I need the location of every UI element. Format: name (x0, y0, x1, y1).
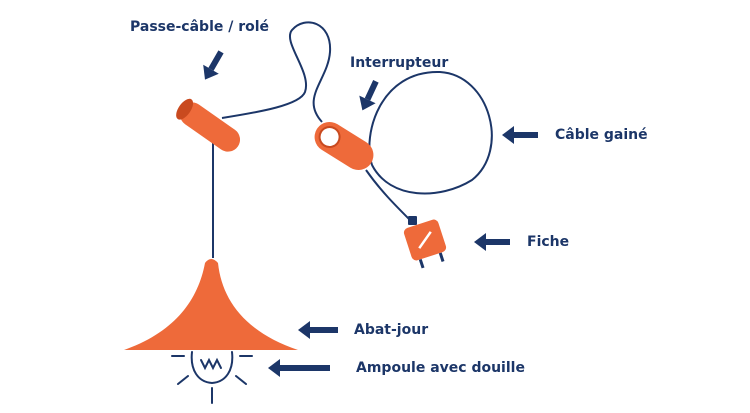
lamp-shade (124, 259, 298, 350)
cable-to-switch (221, 21, 332, 123)
cable-holder (176, 98, 241, 152)
arrow-icon (203, 50, 538, 377)
label-cable-gaine: Câble gainé (555, 127, 648, 143)
sheathed-cable (368, 70, 493, 195)
plug-icon (403, 216, 447, 269)
switch-icon (314, 121, 374, 171)
label-passe-cable: Passe-câble / rolé (130, 19, 270, 35)
label-fiche: Fiche (527, 234, 570, 250)
bulb-icon (171, 351, 253, 404)
label-ampoule: Ampoule avec douille (356, 360, 525, 376)
label-interrupteur: Interrupteur (350, 55, 449, 71)
cable-to-plug (365, 169, 411, 221)
label-abat-jour: Abat-jour (354, 322, 429, 338)
